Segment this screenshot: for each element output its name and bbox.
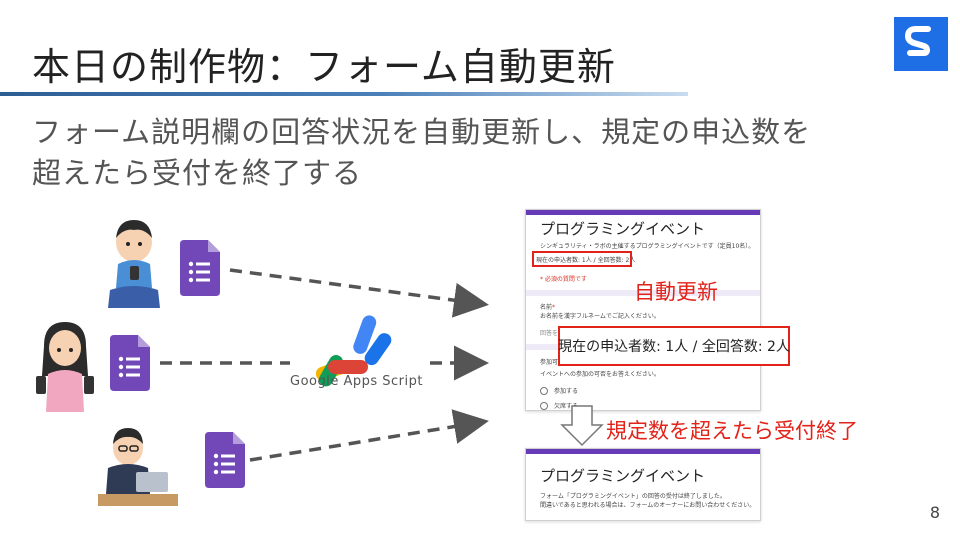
form-title: プログラミングイベント <box>540 467 706 485</box>
slide-subtitle: フォーム説明欄の回答状況を自動更新し、規定の申込数を 超えたら受付を終了する <box>32 112 932 194</box>
attend-label: 参加可否 <box>540 359 565 366</box>
title-underline <box>0 92 688 96</box>
form-description: シンギュラリティ・ラボの主催するプログラミングイベントです（定員10名）。 <box>540 243 755 250</box>
down-arrow-icon <box>560 405 604 447</box>
attend-help: イベントへの参加の可否をお答えください。 <box>540 371 660 378</box>
person-illustration <box>108 220 160 308</box>
form-topbar <box>526 210 760 215</box>
subtitle-line-1: フォーム説明欄の回答状況を自動更新し、規定の申込数を <box>32 115 812 149</box>
status-highlight-box <box>532 251 632 267</box>
name-input[interactable]: 回答を入力 <box>540 330 571 337</box>
option-no-label: 欠席する <box>554 403 579 410</box>
section-divider <box>526 290 760 296</box>
option-yes-label: 参加する <box>554 388 579 395</box>
status-callout: 現在の申込者数: 1人 / 全回答数: 2人 <box>558 326 790 366</box>
arrow-form1-to-target <box>229 268 489 318</box>
form-status-text: 現在の申込者数: 1人 / 全回答数: 2人 <box>536 257 636 264</box>
page-number: 8 <box>929 503 940 522</box>
form-closed-screenshot: プログラミングイベント フォーム「プログラミングイベント」の回答の受付は終了しま… <box>525 448 761 521</box>
auto-update-label: 自動更新 <box>634 280 718 304</box>
name-help: お名前を漢字フルネームでご記入ください。 <box>540 313 660 320</box>
radio-attend-no[interactable] <box>540 402 548 410</box>
google-forms-icon <box>180 240 220 296</box>
person-illustration <box>98 428 178 506</box>
close-when-full-label: 規定数を超えたら受付終了 <box>606 419 858 443</box>
slide-title: 本日の制作物：フォーム自動更新 <box>32 45 616 89</box>
arrow-form3-to-target <box>249 409 489 462</box>
form-topbar <box>526 449 760 454</box>
google-apps-script-icon <box>315 315 392 387</box>
name-label: 名前* <box>540 304 556 311</box>
required-note: * 必須の質問です <box>540 276 587 283</box>
google-apps-script-label: Google Apps Script <box>290 374 423 389</box>
form-open-screenshot: プログラミングイベント シンギュラリティ・ラボの主催するプログラミングイベントで… <box>525 209 761 411</box>
subtitle-line-2: 超えたら受付を終了する <box>32 156 363 190</box>
radio-attend-yes[interactable] <box>540 387 548 395</box>
person-illustration <box>36 322 94 412</box>
closed-message-line-2: 間違いであると思われる場合は、フォームのオーナーにお問い合わせください。 <box>540 502 756 509</box>
form-title: プログラミングイベント <box>540 220 706 238</box>
google-forms-icon <box>110 335 150 391</box>
logo-icon <box>894 17 948 71</box>
closed-message-line-1: フォーム「プログラミングイベント」の回答の受付は終了しました。 <box>540 493 726 500</box>
google-forms-icon <box>205 432 245 488</box>
